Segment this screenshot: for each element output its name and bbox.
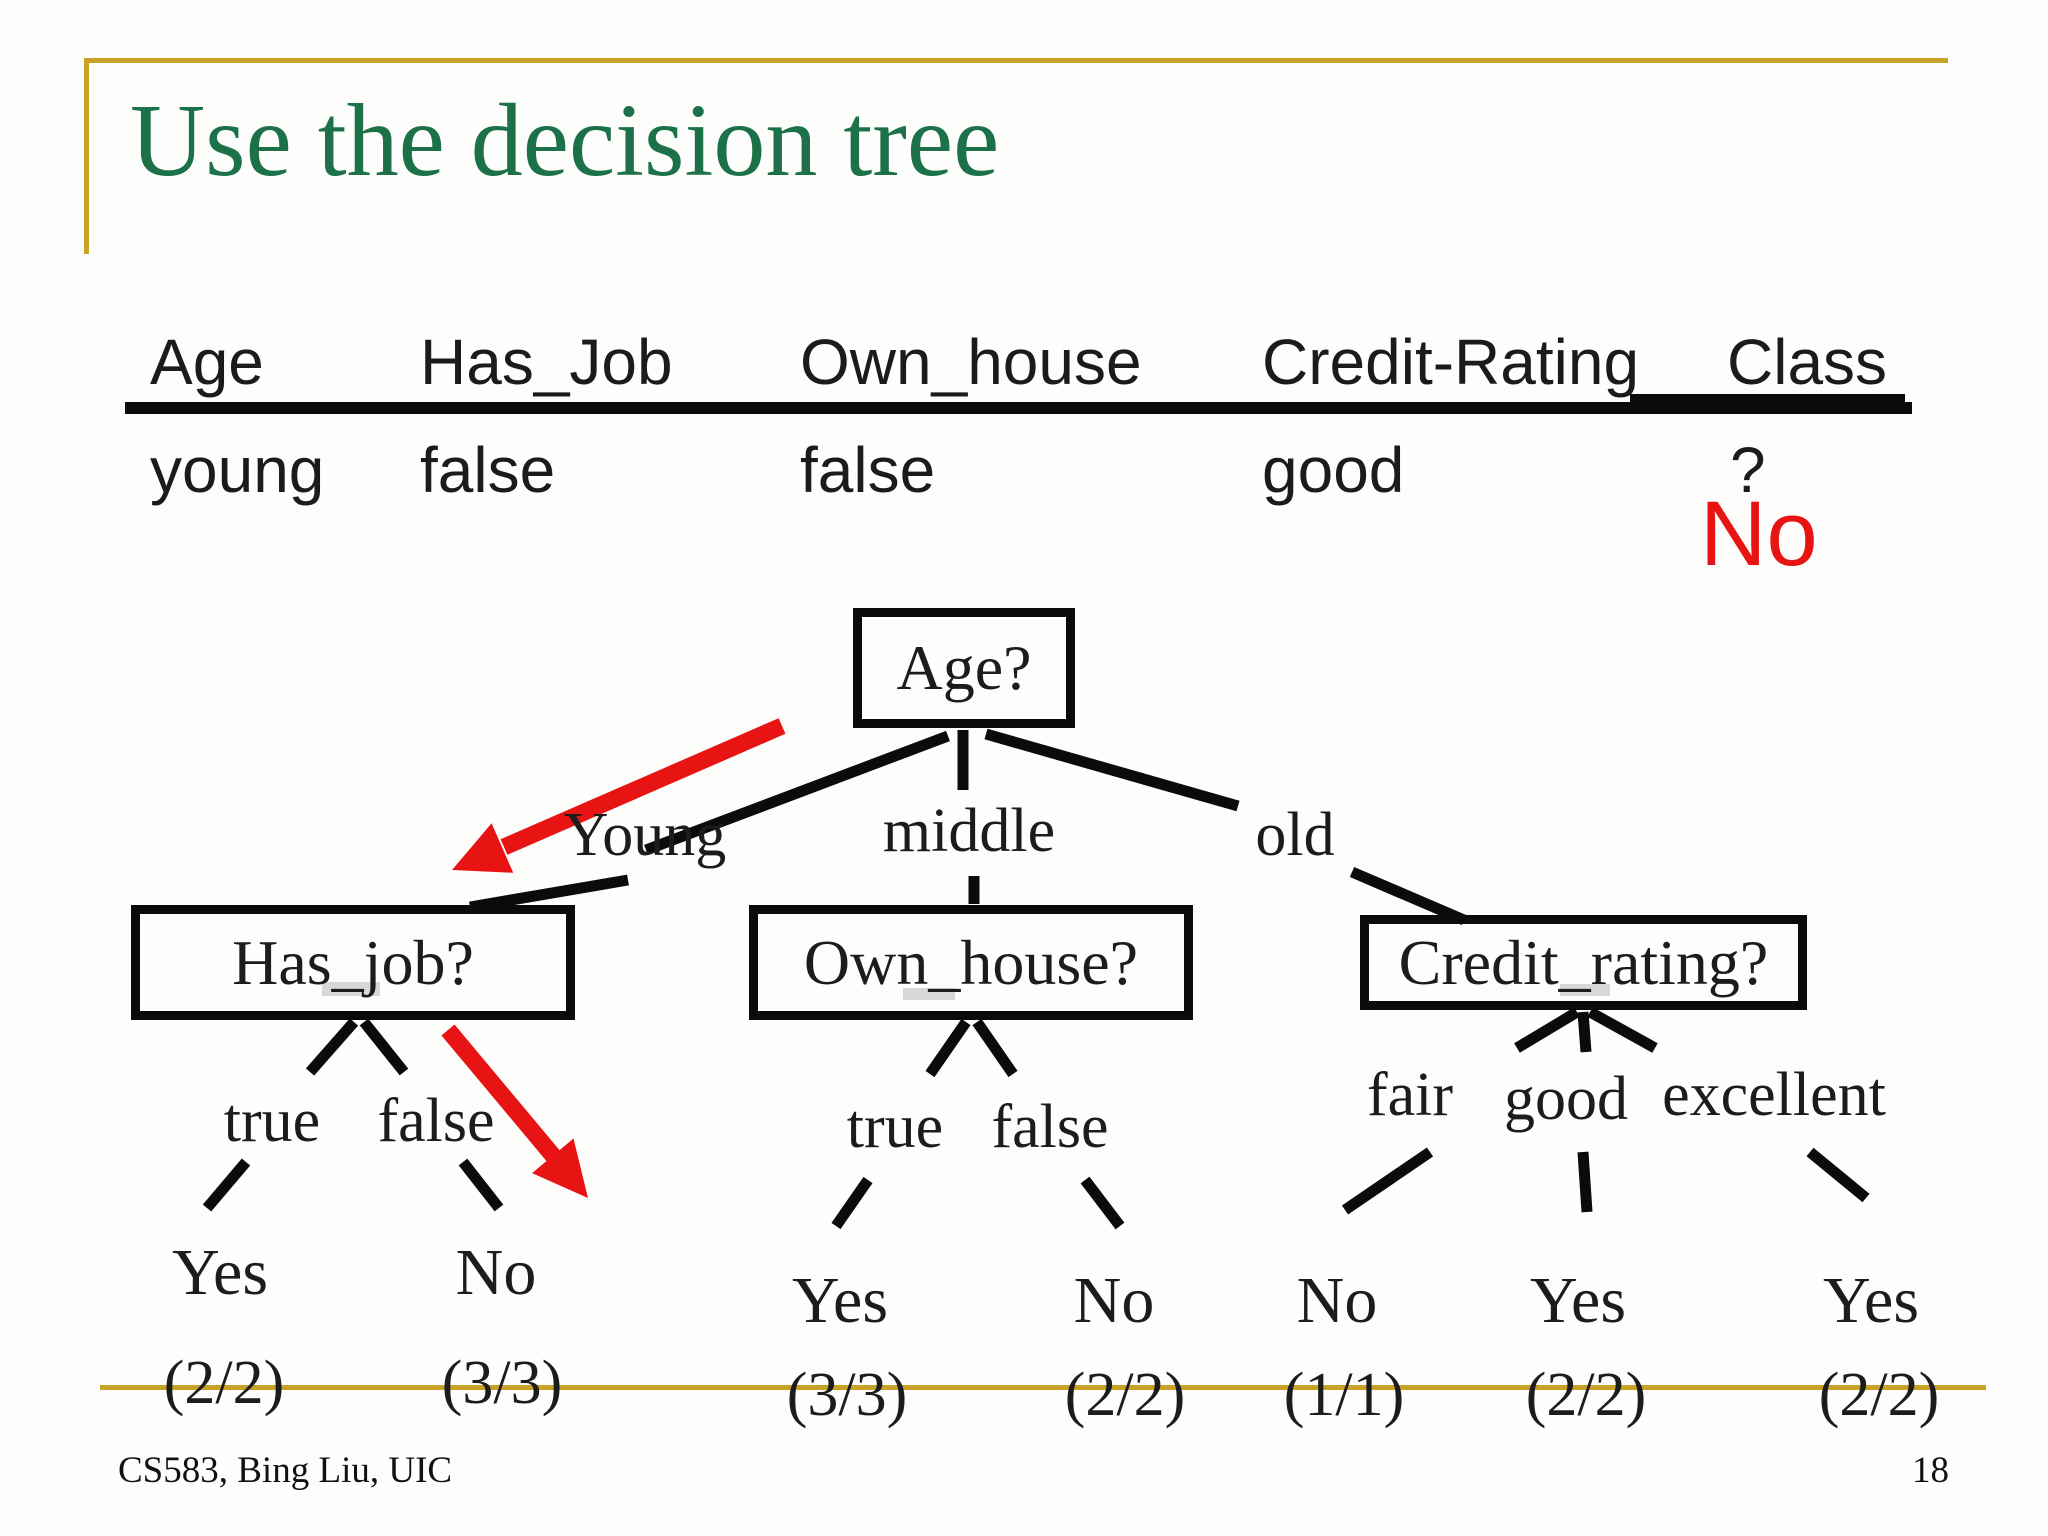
gold-border-bottom — [100, 1385, 1986, 1390]
slide-title: Use the decision tree — [130, 83, 1000, 198]
edge-credit-excellent — [1587, 1007, 1658, 1053]
leaf-label: Yes — [171, 1236, 269, 1309]
leaf-count: (2/2) — [1818, 1361, 1940, 1429]
edge-fair-no — [1341, 1147, 1434, 1215]
leaf-label: Yes — [791, 1264, 889, 1337]
tree-node-age: Age? — [853, 608, 1075, 728]
scan-artifact — [322, 982, 380, 996]
tree-node-credit-rating: Credit_rating? — [1360, 915, 1807, 1010]
table-cell-class-unknown: ? — [1730, 434, 1766, 506]
branch-label-old: old — [1255, 801, 1335, 869]
edge-good-yes — [1577, 1151, 1593, 1213]
leaf-count: (3/3) — [441, 1349, 563, 1417]
scan-artifact — [903, 988, 955, 1000]
table-header-rule — [125, 402, 1912, 414]
table-header-credit-rating: Credit-Rating — [1262, 326, 1640, 398]
leaf-count: (2/2) — [1064, 1361, 1186, 1429]
leaf-count: (2/2) — [163, 1349, 285, 1417]
edge-excellent-yes — [1806, 1147, 1870, 1203]
scan-artifact — [1560, 984, 1610, 996]
branch-label-ownhouse-false: false — [991, 1093, 1109, 1161]
branch-label-hasjob-true: true — [223, 1087, 321, 1155]
branch-label-ownhouse-true: true — [846, 1093, 944, 1161]
leaf-label: Yes — [1529, 1264, 1627, 1337]
branch-label-good: good — [1504, 1065, 1628, 1133]
branch-label-middle: middle — [882, 797, 1056, 865]
edge-credit-good — [1577, 1011, 1592, 1053]
edge-hasjob-true — [305, 1018, 359, 1076]
branch-label-fair: fair — [1366, 1061, 1454, 1129]
leaf-label: Yes — [1822, 1264, 1920, 1337]
table-cell-age: young — [150, 434, 325, 506]
table-cell-credit-rating: good — [1262, 434, 1405, 506]
leaf-count: (3/3) — [786, 1361, 908, 1429]
branch-label-young: Young — [563, 801, 727, 869]
edge-false-no — [458, 1158, 504, 1212]
table-header-age: Age — [150, 326, 264, 398]
tree-node-own-house: Own_house? — [749, 905, 1193, 1020]
edge-old-credit — [1349, 866, 1467, 926]
leaf-count: (2/2) — [1525, 1361, 1647, 1429]
edge-ownhouse-false — [972, 1018, 1018, 1078]
tree-node-has-job: Has_job? — [131, 905, 575, 1020]
edge-true-yes — [202, 1158, 251, 1212]
table-header-has-job: Has_Job — [420, 326, 673, 398]
edge-false-no-mid — [1080, 1176, 1125, 1230]
gold-border-left — [84, 58, 89, 254]
table-cell-has-job: false — [420, 434, 556, 506]
page-number: 18 — [1912, 1450, 1949, 1491]
footer-course-label: CS583, Bing Liu, UIC — [118, 1450, 453, 1491]
leaf-label: No — [1296, 1264, 1378, 1337]
leaf-label: No — [1073, 1264, 1155, 1337]
edge-true-yes-mid — [831, 1176, 873, 1230]
table-rule-class-offset — [1630, 394, 1905, 403]
branch-label-hasjob-false: false — [377, 1087, 495, 1155]
edge-ownhouse-true — [925, 1018, 971, 1078]
edge-hasjob-false — [359, 1018, 409, 1076]
leaf-label: No — [455, 1236, 537, 1309]
edge-credit-fair — [1514, 1007, 1580, 1053]
table-header-own-house: Own_house — [800, 326, 1142, 398]
gold-border-top — [84, 58, 1948, 63]
edge-young-hasjob — [469, 874, 629, 913]
table-cell-own-house: false — [800, 434, 936, 506]
predicted-class-annotation: No — [1700, 483, 1818, 585]
branch-label-excellent: excellent — [1662, 1061, 1886, 1129]
edge-age-old — [984, 728, 1240, 812]
table-header-class: Class — [1727, 326, 1888, 398]
leaf-count: (1/1) — [1283, 1361, 1405, 1429]
